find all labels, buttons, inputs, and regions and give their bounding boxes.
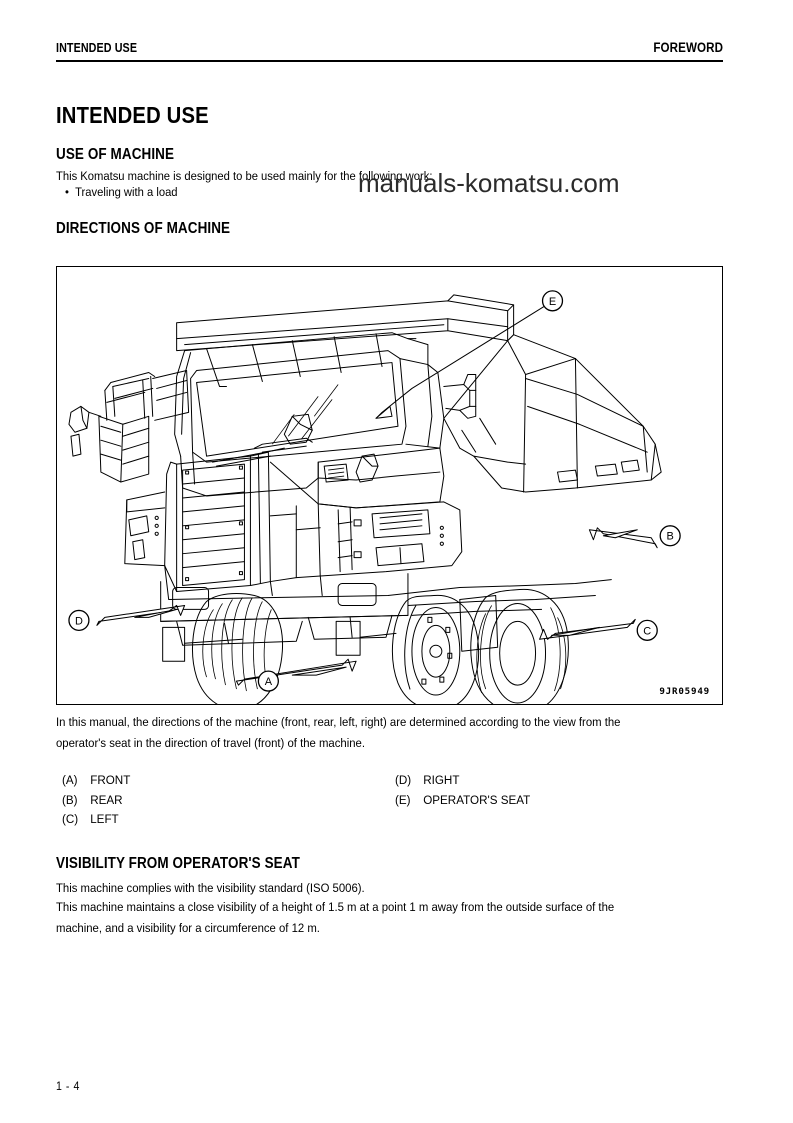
operator-seat-region [283,413,313,445]
callout-arrow-b [588,527,658,549]
callout-leader-e-arrowhead [375,405,393,419]
dump-truck-illustration: E B C D A [68,290,681,704]
legend-value-a: FRONT [90,773,131,787]
svg-text:D: D [75,615,83,627]
callout-marker-d: D [68,609,90,631]
svg-text:C: C [643,625,651,637]
page-title: INTENDED USE [56,102,209,128]
legend-column-left: (A) FRONT (B) REAR (C) LEFT [62,771,130,830]
rear-wheels [391,589,569,704]
svg-text:B: B [667,531,674,543]
legend-key-c: (C) [62,812,79,826]
page-header: INTENDED USE FOREWORD [56,40,723,55]
truck-front-body [124,461,463,593]
svg-text:A: A [265,676,273,688]
legend-value-b: REAR [90,792,123,807]
legend-key-a: (A) [62,773,78,787]
figure-code: 9JR05949 [659,686,710,697]
page-number: 1 - 4 [56,1081,80,1093]
legend-item-e: (E) OPERATOR'S SEAT [395,791,530,811]
callout-marker-e: E [541,290,564,312]
legend-key-b: (B) [62,792,78,807]
radiator-grille [176,451,271,593]
legend-item-a: (A) FRONT [62,771,130,791]
truck-canopy [176,294,515,387]
visibility-line-3: machine, and a visibility for a circumfe… [56,921,320,935]
directions-paragraph-line-1: In this manual, the directions of the ma… [56,715,621,729]
callout-leader-e [375,306,545,419]
machine-directions-figure: E B C D A 9JR05949 [56,266,723,705]
legend-column-right: (D) RIGHT (E) OPERATOR'S SEAT [395,771,530,810]
watermark-text: manuals-komatsu.com [358,168,620,198]
truck-cab [174,332,477,509]
callout-arrow-d [96,604,186,626]
bullet-glyph: • [65,185,69,199]
callout-marker-b: B [659,525,681,547]
legend-item-b: (B) REAR [62,791,130,811]
callout-marker-a: A [257,670,279,692]
visibility-line-1: This machine complies with the visibilit… [56,881,365,895]
legend-value-c: LEFT [90,812,119,826]
legend-item-c: (C) LEFT [62,810,130,830]
legend-value-e: OPERATOR'S SEAT [423,792,531,807]
visibility-line-2: This machine maintains a close visibilit… [56,900,615,914]
callout-marker-c: C [636,619,658,641]
heading-visibility: VISIBILITY FROM OPERATOR'S SEAT [56,855,300,872]
header-section-title: INTENDED USE [56,41,138,55]
legend-item-d: (D) RIGHT [395,771,530,791]
legend-key-d: (D) [395,773,412,787]
use-of-machine-bullet-item: • Traveling with a load [65,185,178,199]
header-chapter-title: FOREWORD [653,40,723,55]
callout-arrow-c [539,618,636,640]
svg-text:E: E [549,296,556,308]
legend-key-e: (E) [395,792,411,807]
front-wheel [192,593,283,704]
truck-chassis [160,565,612,662]
directions-paragraph-line-2: operator's seat in the direction of trav… [56,736,365,750]
use-of-machine-intro: This Komatsu machine is designed to be u… [56,169,433,183]
callout-arrow-a [235,658,357,686]
heading-directions-of-machine: DIRECTIONS OF MACHINE [56,220,231,237]
heading-use-of-machine: USE OF MACHINE [56,146,175,163]
dump-body [443,334,662,493]
bullet-label: Traveling with a load [75,185,178,199]
header-divider [56,60,723,63]
front-access-ladder [68,370,190,483]
legend-value-d: RIGHT [423,773,460,787]
